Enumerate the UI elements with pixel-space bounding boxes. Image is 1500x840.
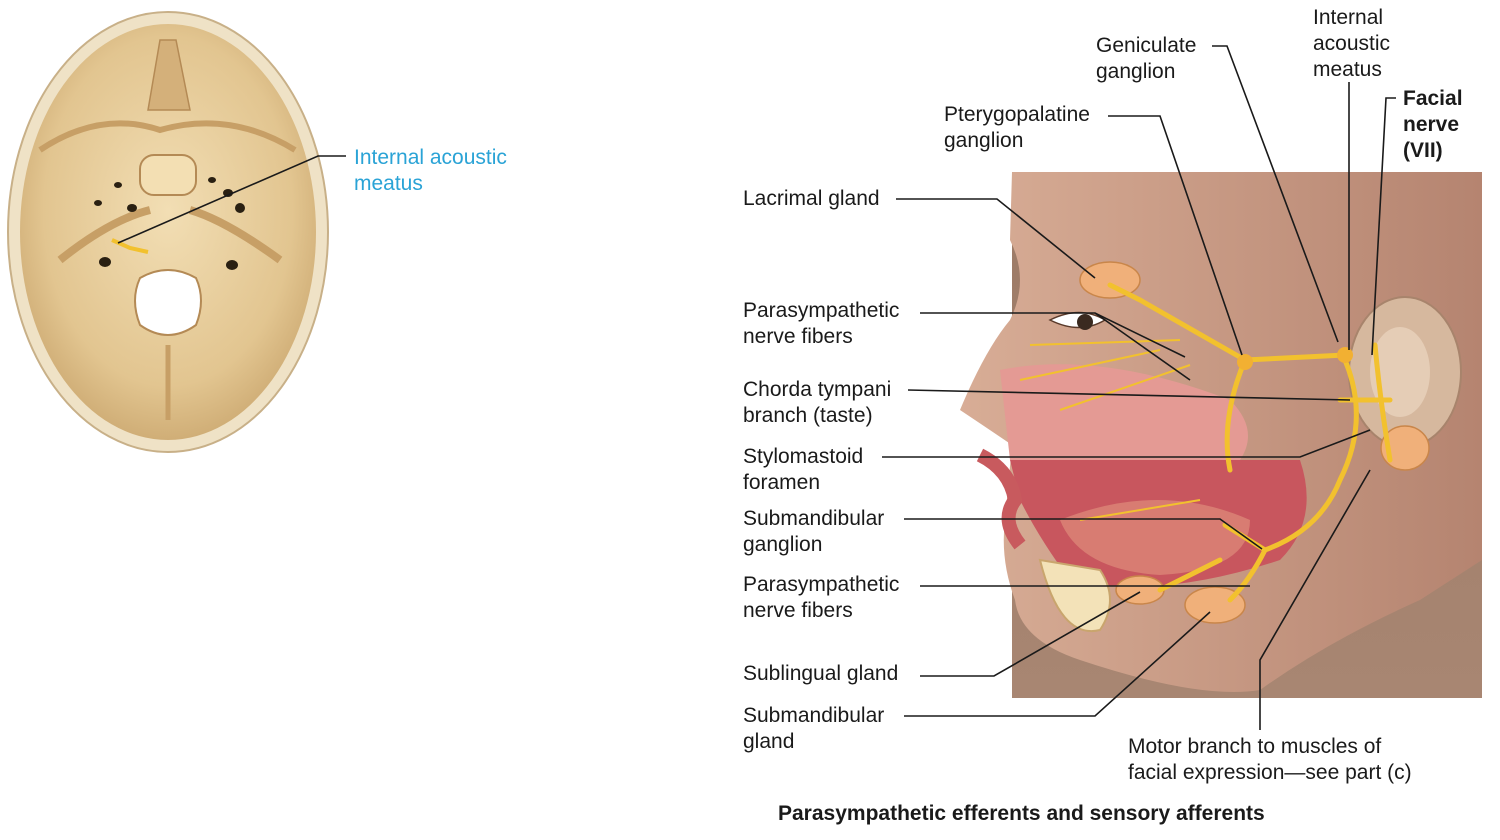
leader-lines	[882, 45, 1396, 730]
label-geniculate-ganglion: Geniculate ganglion	[1096, 34, 1197, 83]
figure-caption: Parasympathetic efferents and sensory af…	[778, 802, 1265, 825]
label-chorda-tympani: Chorda tympani branch (taste)	[743, 378, 892, 427]
parotid-shape	[1380, 425, 1430, 471]
skull-label-line-2: meatus	[354, 172, 423, 195]
label-sublingual-gland: Sublingual gland	[743, 662, 899, 685]
nasal-cavity	[1000, 364, 1248, 460]
sublingual-gland-shape	[1115, 575, 1165, 605]
leader-skull-meatus	[117, 155, 346, 244]
label-pterygopalatine-ganglion: Pterygopalatine ganglion	[944, 103, 1090, 152]
mandible	[1038, 558, 1111, 633]
label-facial-nerve: Facial nerve (VII)	[1403, 87, 1463, 162]
sella-turcica	[139, 154, 197, 196]
pterygopalatine-ganglion-dot	[1237, 354, 1253, 370]
geniculate-ganglion-dot	[1337, 347, 1353, 363]
crista-galli	[147, 39, 191, 111]
skull-base	[7, 11, 329, 453]
label-motor-branch: Motor branch to muscles of facial expres…	[1128, 735, 1412, 784]
label-submandibular-ganglion: Submandibular ganglion	[743, 507, 885, 556]
label-parasympathetic-fibers-upper: Parasympathetic nerve fibers	[743, 299, 900, 348]
label-submandibular-gland: Submandibular gland	[743, 704, 885, 753]
label-stylomastoid-foramen: Stylomastoid foramen	[743, 445, 864, 494]
iris	[1077, 314, 1093, 330]
label-parasympathetic-fibers-lower: Parasympathetic nerve fibers	[743, 573, 900, 622]
head-sagittal	[960, 172, 1482, 698]
foramen-magnum	[134, 269, 202, 336]
petrous-ridge-left	[57, 206, 152, 264]
skull-label-line-1: Internal acoustic	[354, 146, 507, 169]
lesser-wing-ridge	[38, 120, 297, 153]
nerve-fine-branches	[1019, 339, 1201, 521]
lacrimal-gland-shape	[1079, 261, 1141, 299]
label-internal-acoustic-meatus: Internal acoustic meatus	[1313, 6, 1391, 81]
label-lacrimal-gland: Lacrimal gland	[743, 187, 880, 210]
submandibular-gland-shape	[1184, 586, 1246, 624]
ear-inner	[1370, 327, 1430, 417]
skull-label-internal-acoustic-meatus: Internal acoustic meatus	[354, 145, 507, 197]
petrous-ridge-right	[188, 206, 283, 264]
foramina	[94, 177, 245, 270]
lips	[976, 448, 1026, 550]
